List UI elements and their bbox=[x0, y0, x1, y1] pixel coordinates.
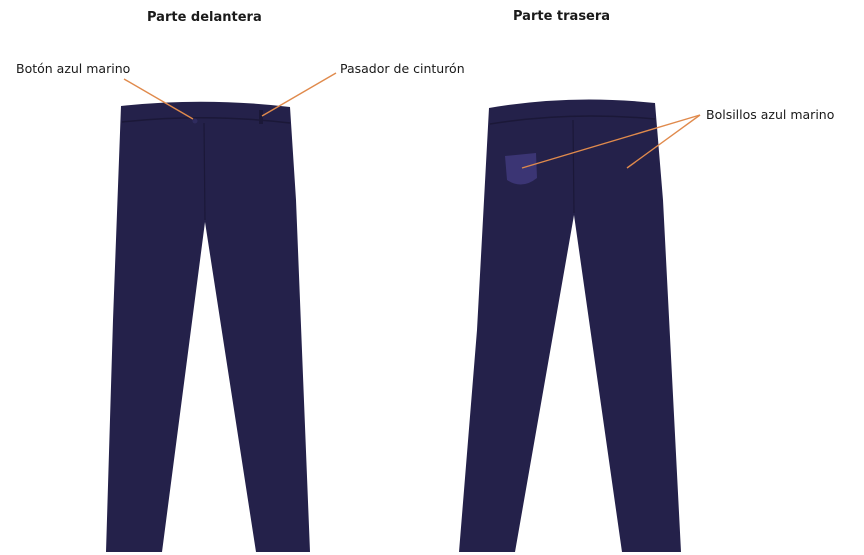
back-view-title: Parte trasera bbox=[513, 9, 611, 24]
pocket-leader-line-right bbox=[626, 114, 701, 169]
back-trousers-body bbox=[459, 99, 681, 552]
front-fly-seam bbox=[203, 122, 206, 221]
pockets-label: Bolsillos azul marino bbox=[706, 107, 835, 122]
back-pocket-left bbox=[505, 153, 537, 185]
button-label: Botón azul marino bbox=[16, 61, 131, 76]
belt-loop-label: Pasador de cinturón bbox=[340, 61, 465, 76]
leader-lines bbox=[123, 72, 701, 169]
front-view-title: Parte delantera bbox=[147, 10, 262, 25]
back-waistband-seam bbox=[489, 115, 656, 125]
front-waistband-seam bbox=[121, 116, 291, 124]
back-trousers bbox=[459, 99, 681, 552]
navy-button-icon bbox=[192, 118, 198, 124]
pocket-leader-line-left bbox=[521, 114, 701, 169]
belt-loop-icon bbox=[259, 110, 263, 124]
belt-loop-leader-line bbox=[261, 72, 337, 117]
button-leader-line bbox=[123, 78, 194, 120]
back-center-seam bbox=[572, 119, 575, 214]
front-trousers-body bbox=[106, 101, 310, 552]
front-trousers bbox=[106, 101, 310, 552]
